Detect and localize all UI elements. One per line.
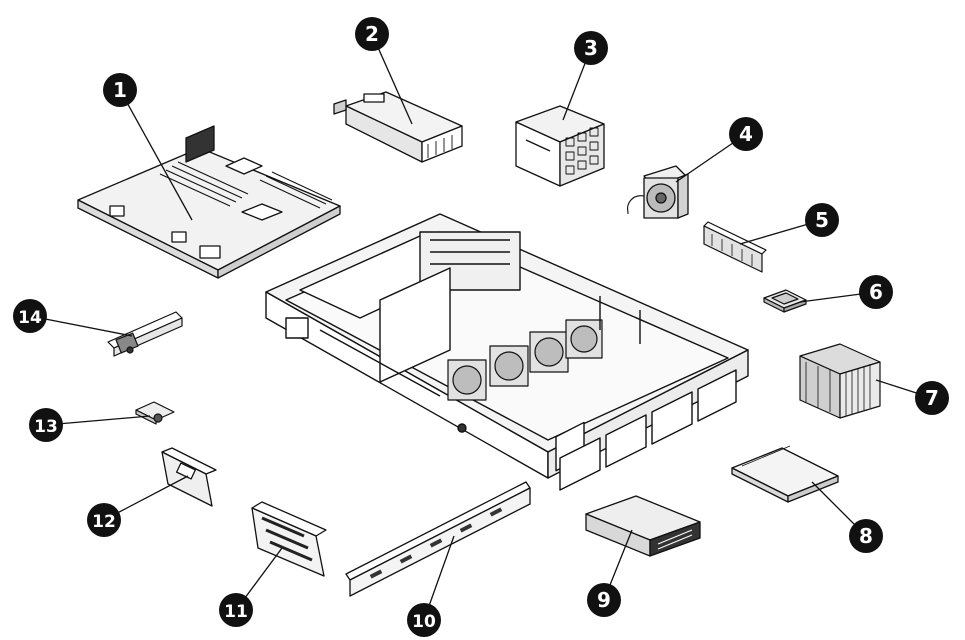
processor [764, 290, 806, 312]
power-supply [334, 92, 462, 162]
leader-1 [119, 89, 193, 221]
callout-3: 3 [574, 31, 608, 65]
callout-7: 7 [915, 381, 949, 415]
callout-5-label: 5 [815, 208, 829, 232]
callout-2: 2 [355, 17, 389, 51]
callout-10: 10 [407, 603, 441, 637]
connector-bracket [108, 312, 182, 356]
callout-8-label: 8 [859, 524, 873, 548]
motherboard [78, 126, 340, 278]
pci-riser-card [252, 502, 326, 576]
callout-14: 14 [13, 299, 47, 333]
callout-12: 12 [87, 503, 121, 537]
callout-6: 6 [859, 275, 893, 309]
callout-12-label: 12 [92, 512, 116, 532]
callout-13-label: 13 [34, 417, 58, 437]
callout-6-label: 6 [869, 280, 883, 304]
callout-1: 1 [103, 73, 137, 107]
small-module [136, 402, 174, 424]
memory-module [704, 222, 766, 272]
callout-11-label: 11 [224, 602, 248, 622]
callout-11: 11 [219, 593, 253, 627]
drive-cage [516, 106, 604, 186]
callout-1-label: 1 [113, 78, 127, 102]
callout-7-label: 7 [925, 386, 939, 410]
callout-4: 4 [729, 117, 763, 151]
optical-drive [732, 446, 838, 502]
heatsink [800, 344, 880, 418]
callout-3-label: 3 [584, 36, 598, 60]
callout-10-label: 10 [412, 612, 436, 632]
callout-5: 5 [805, 203, 839, 237]
callout-13: 13 [29, 408, 63, 442]
drive-backplane [346, 482, 530, 596]
leader-14 [29, 315, 133, 337]
callout-8: 8 [849, 519, 883, 553]
leader-13 [45, 415, 151, 426]
server-chassis [266, 214, 748, 490]
callout-9: 9 [587, 583, 621, 617]
callout-14-label: 14 [18, 308, 42, 328]
expansion-board [162, 448, 216, 506]
system-fan [628, 166, 688, 218]
callout-9-label: 9 [597, 588, 611, 612]
callout-4-label: 4 [739, 122, 753, 146]
callout-2-label: 2 [365, 22, 379, 46]
hard-drive [586, 496, 700, 556]
callout-badges: 1 2 3 4 5 6 7 8 9 10 11 12 13 14 [13, 17, 949, 637]
